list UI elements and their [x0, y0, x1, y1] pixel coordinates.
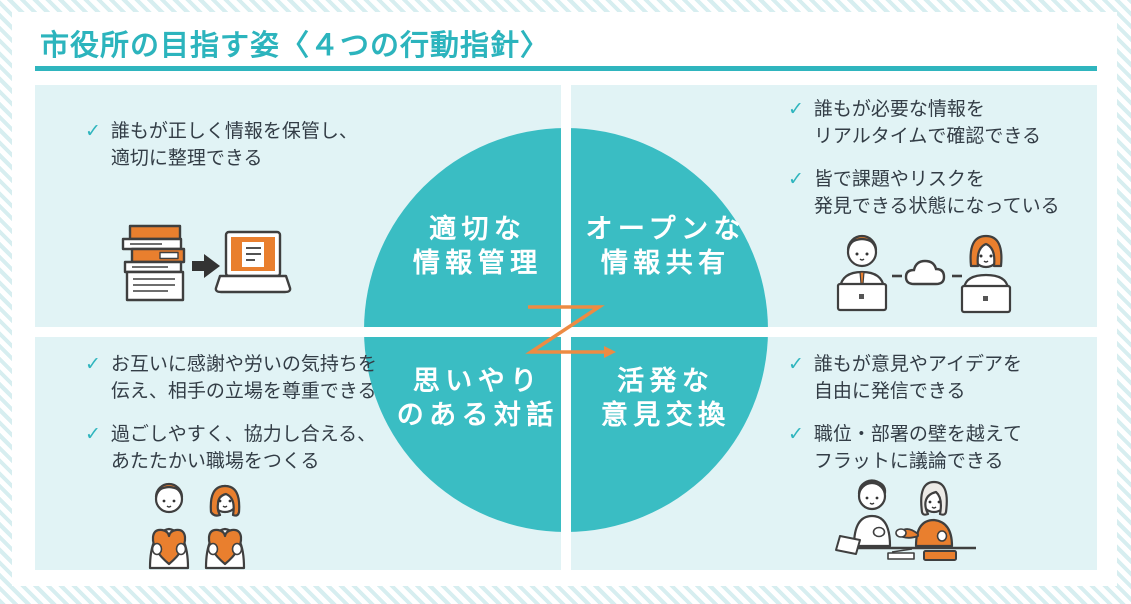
checklist-item-text: 誰もが意見やアイデアを 自由に発信できる	[813, 354, 1022, 402]
book-icon	[923, 550, 957, 561]
title-underline	[35, 66, 1097, 71]
arrow-right-icon	[192, 254, 220, 278]
divider-horizontal	[35, 327, 1097, 337]
check-icon: ✓	[85, 424, 101, 445]
checklist-item: ✓ 誰もが正しく情報を保管し、 適切に整理できる	[85, 118, 358, 172]
check-icon: ✓	[85, 354, 101, 375]
cloud-icon	[904, 259, 946, 286]
checklist-item-text: お互いに感謝や労いの気持ちを 伝え、相手の立場を尊重できる	[110, 354, 377, 402]
checklist-top-left: ✓ 誰もが正しく情報を保管し、 適切に整理できる	[85, 118, 358, 172]
check-icon: ✓	[788, 99, 804, 120]
checklist-item: ✓ 過ごしやすく、協力し合える、 あたたかい職場をつくる	[85, 421, 377, 475]
two-people-discussing-at-desk-icon	[835, 479, 976, 561]
checklist-bottom-right: ✓ 誰もが意見やアイデアを 自由に発信できる ✓ 職位・部署の壁を越えて フラッ…	[788, 351, 1022, 475]
notebook-icon	[887, 552, 915, 560]
check-icon: ✓	[788, 424, 804, 445]
circle-label-top-left: 適切な 情報管理	[412, 214, 543, 278]
checklist-item-text: 誰もが正しく情報を保管し、 適切に整理できる	[110, 121, 358, 169]
checklist-item: ✓ 誰もが必要な情報を リアルタイムで確認できる	[788, 96, 1060, 150]
pen-icon	[891, 548, 913, 553]
two-people-laptops-cloud-icon	[836, 234, 1012, 314]
books-to-laptop-icon	[121, 224, 292, 302]
checklist-bottom-left: ✓ お互いに感謝や労いの気持ちを 伝え、相手の立場を尊重できる ✓ 過ごしやすく…	[85, 351, 377, 475]
checklist-item-text: 誰もが必要な情報を リアルタイムで確認できる	[813, 99, 1041, 147]
checklist-item-text: 過ごしやすく、協力し合える、 あたたかい職場をつくる	[110, 424, 377, 472]
checklist-item: ✓ 誰もが意見やアイデアを 自由に発信できる	[788, 351, 1022, 405]
page-title: 市役所の目指す姿〈４つの行動指針〉	[40, 30, 551, 62]
checklist-item-text: 職位・部署の壁を越えて フラットに議論できる	[813, 424, 1022, 472]
checklist-item-text: 皆で課題やリスクを 発見できる状態になっている	[813, 169, 1060, 217]
z-arrow-icon	[525, 305, 616, 358]
checklist-top-right: ✓ 誰もが必要な情報を リアルタイムで確認できる ✓ 皆で課題やリスクを 発見で…	[788, 96, 1060, 220]
check-icon: ✓	[85, 121, 101, 142]
circle-label-top-right: オープンな 情報共有	[585, 214, 746, 278]
circle-label-bottom-right: 活発な 意見交換	[600, 366, 731, 430]
checklist-item: ✓ 職位・部署の壁を越えて フラットに議論できる	[788, 421, 1022, 475]
checklist-item: ✓ 皆で課題やリスクを 発見できる状態になっている	[788, 166, 1060, 220]
laptop-icon	[835, 535, 861, 555]
checklist-item: ✓ お互いに感謝や労いの気持ちを 伝え、相手の立場を尊重できる	[85, 351, 377, 405]
two-people-holding-hearts-icon	[148, 482, 246, 570]
check-icon: ✓	[788, 354, 804, 375]
check-icon: ✓	[788, 169, 804, 190]
circle-label-bottom-left: 思いやり のある対話	[396, 366, 559, 430]
